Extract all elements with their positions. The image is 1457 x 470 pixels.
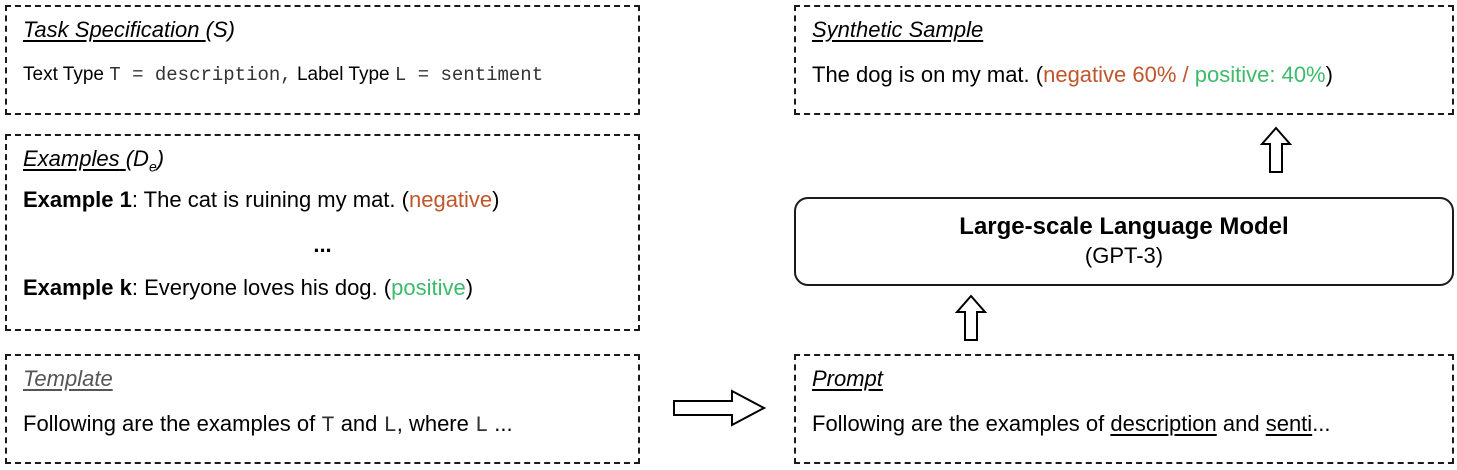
example-item: Example 1: The cat is ruining my mat. (n… bbox=[23, 187, 500, 213]
examples-symbol-close: ) bbox=[156, 146, 165, 171]
examples-box: Examples (De) Example 1: The cat is ruin… bbox=[5, 134, 640, 331]
synthetic-sample-box: Synthetic Sample The dog is on my mat. (… bbox=[794, 5, 1454, 115]
example-close: ) bbox=[492, 187, 500, 212]
synthetic-text-part: The dog is on my mat. ( bbox=[812, 62, 1044, 87]
examples-symbol-sub: e bbox=[148, 158, 157, 175]
template-text-part: Following are the examples of bbox=[23, 411, 322, 436]
template-box: Template Following are the examples of T… bbox=[5, 354, 640, 464]
examples-symbol: (De) bbox=[126, 146, 164, 174]
template-title: Template bbox=[23, 366, 113, 391]
prompt-text-type-word: description bbox=[1110, 411, 1217, 436]
prompt-text-part: ... bbox=[1312, 411, 1331, 436]
label-type-expr: L = sentiment bbox=[394, 64, 544, 86]
template-var-l: L bbox=[383, 413, 397, 438]
template-text-part: and bbox=[334, 411, 384, 436]
task-specification-symbol: (S) bbox=[205, 17, 235, 42]
example-text: : Everyone loves his dog. ( bbox=[131, 275, 392, 300]
task-specification-line: Text Type T = description, Label Type L … bbox=[23, 64, 543, 86]
prompt-text: Following are the examples of descriptio… bbox=[812, 411, 1331, 437]
up-arrow-icon bbox=[954, 294, 988, 341]
prompt-title: Prompt bbox=[812, 366, 883, 391]
example-label: Example 1 bbox=[23, 187, 132, 212]
synthetic-sample-text: The dog is on my mat. (negative 60% / po… bbox=[812, 62, 1333, 88]
up-arrow-icon bbox=[1259, 126, 1293, 173]
text-type-label: Text Type bbox=[23, 64, 104, 85]
example-sentiment-positive: positive bbox=[391, 275, 466, 300]
right-arrow-icon bbox=[673, 389, 767, 427]
template-text-part: , where bbox=[396, 411, 475, 436]
template-var-l: L bbox=[474, 413, 489, 438]
task-specification-title: Task Specification (S) bbox=[23, 17, 235, 43]
examples-title-text: Examples bbox=[23, 146, 120, 171]
examples-symbol-main: (D bbox=[125, 146, 149, 171]
prompt-box: Prompt Following are the examples of des… bbox=[794, 354, 1454, 464]
task-specification-box: Task Specification (S) Text Type T = des… bbox=[5, 5, 640, 115]
examples-ellipsis: ... bbox=[313, 232, 332, 257]
task-specification-title-text: Task Specification bbox=[23, 17, 200, 42]
template-var-t: T bbox=[321, 413, 335, 438]
synthetic-text-close: ) bbox=[1325, 62, 1333, 87]
template-text: Following are the examples of T and L, w… bbox=[23, 411, 513, 438]
example-label: Example k bbox=[23, 275, 132, 300]
synthetic-sample-title: Synthetic Sample bbox=[812, 17, 984, 42]
prompt-text-part: Following are the examples of bbox=[812, 411, 1111, 436]
template-text-part: ... bbox=[488, 411, 513, 436]
language-model-title: Large-scale Language Model bbox=[959, 213, 1289, 240]
language-model-box: Large-scale Language Model (GPT-3) bbox=[794, 197, 1454, 286]
text-type-expr: T = description, bbox=[109, 64, 292, 86]
prompt-label-type-word: senti bbox=[1265, 411, 1313, 436]
example-text: : The cat is ruining my mat. ( bbox=[131, 187, 409, 212]
examples-title: Examples (De) bbox=[23, 146, 164, 174]
example-item: Example k: Everyone loves his dog. (posi… bbox=[23, 275, 473, 301]
synthetic-positive-score: positive: 40% bbox=[1194, 62, 1326, 87]
synthetic-negative-score: negative 60% / bbox=[1043, 62, 1195, 87]
language-model-subtitle: (GPT-3) bbox=[1084, 243, 1164, 268]
prompt-text-part: and bbox=[1216, 411, 1266, 436]
example-sentiment-negative: negative bbox=[408, 187, 493, 212]
label-type-label: Label Type bbox=[296, 64, 390, 85]
example-close: ) bbox=[465, 275, 474, 300]
